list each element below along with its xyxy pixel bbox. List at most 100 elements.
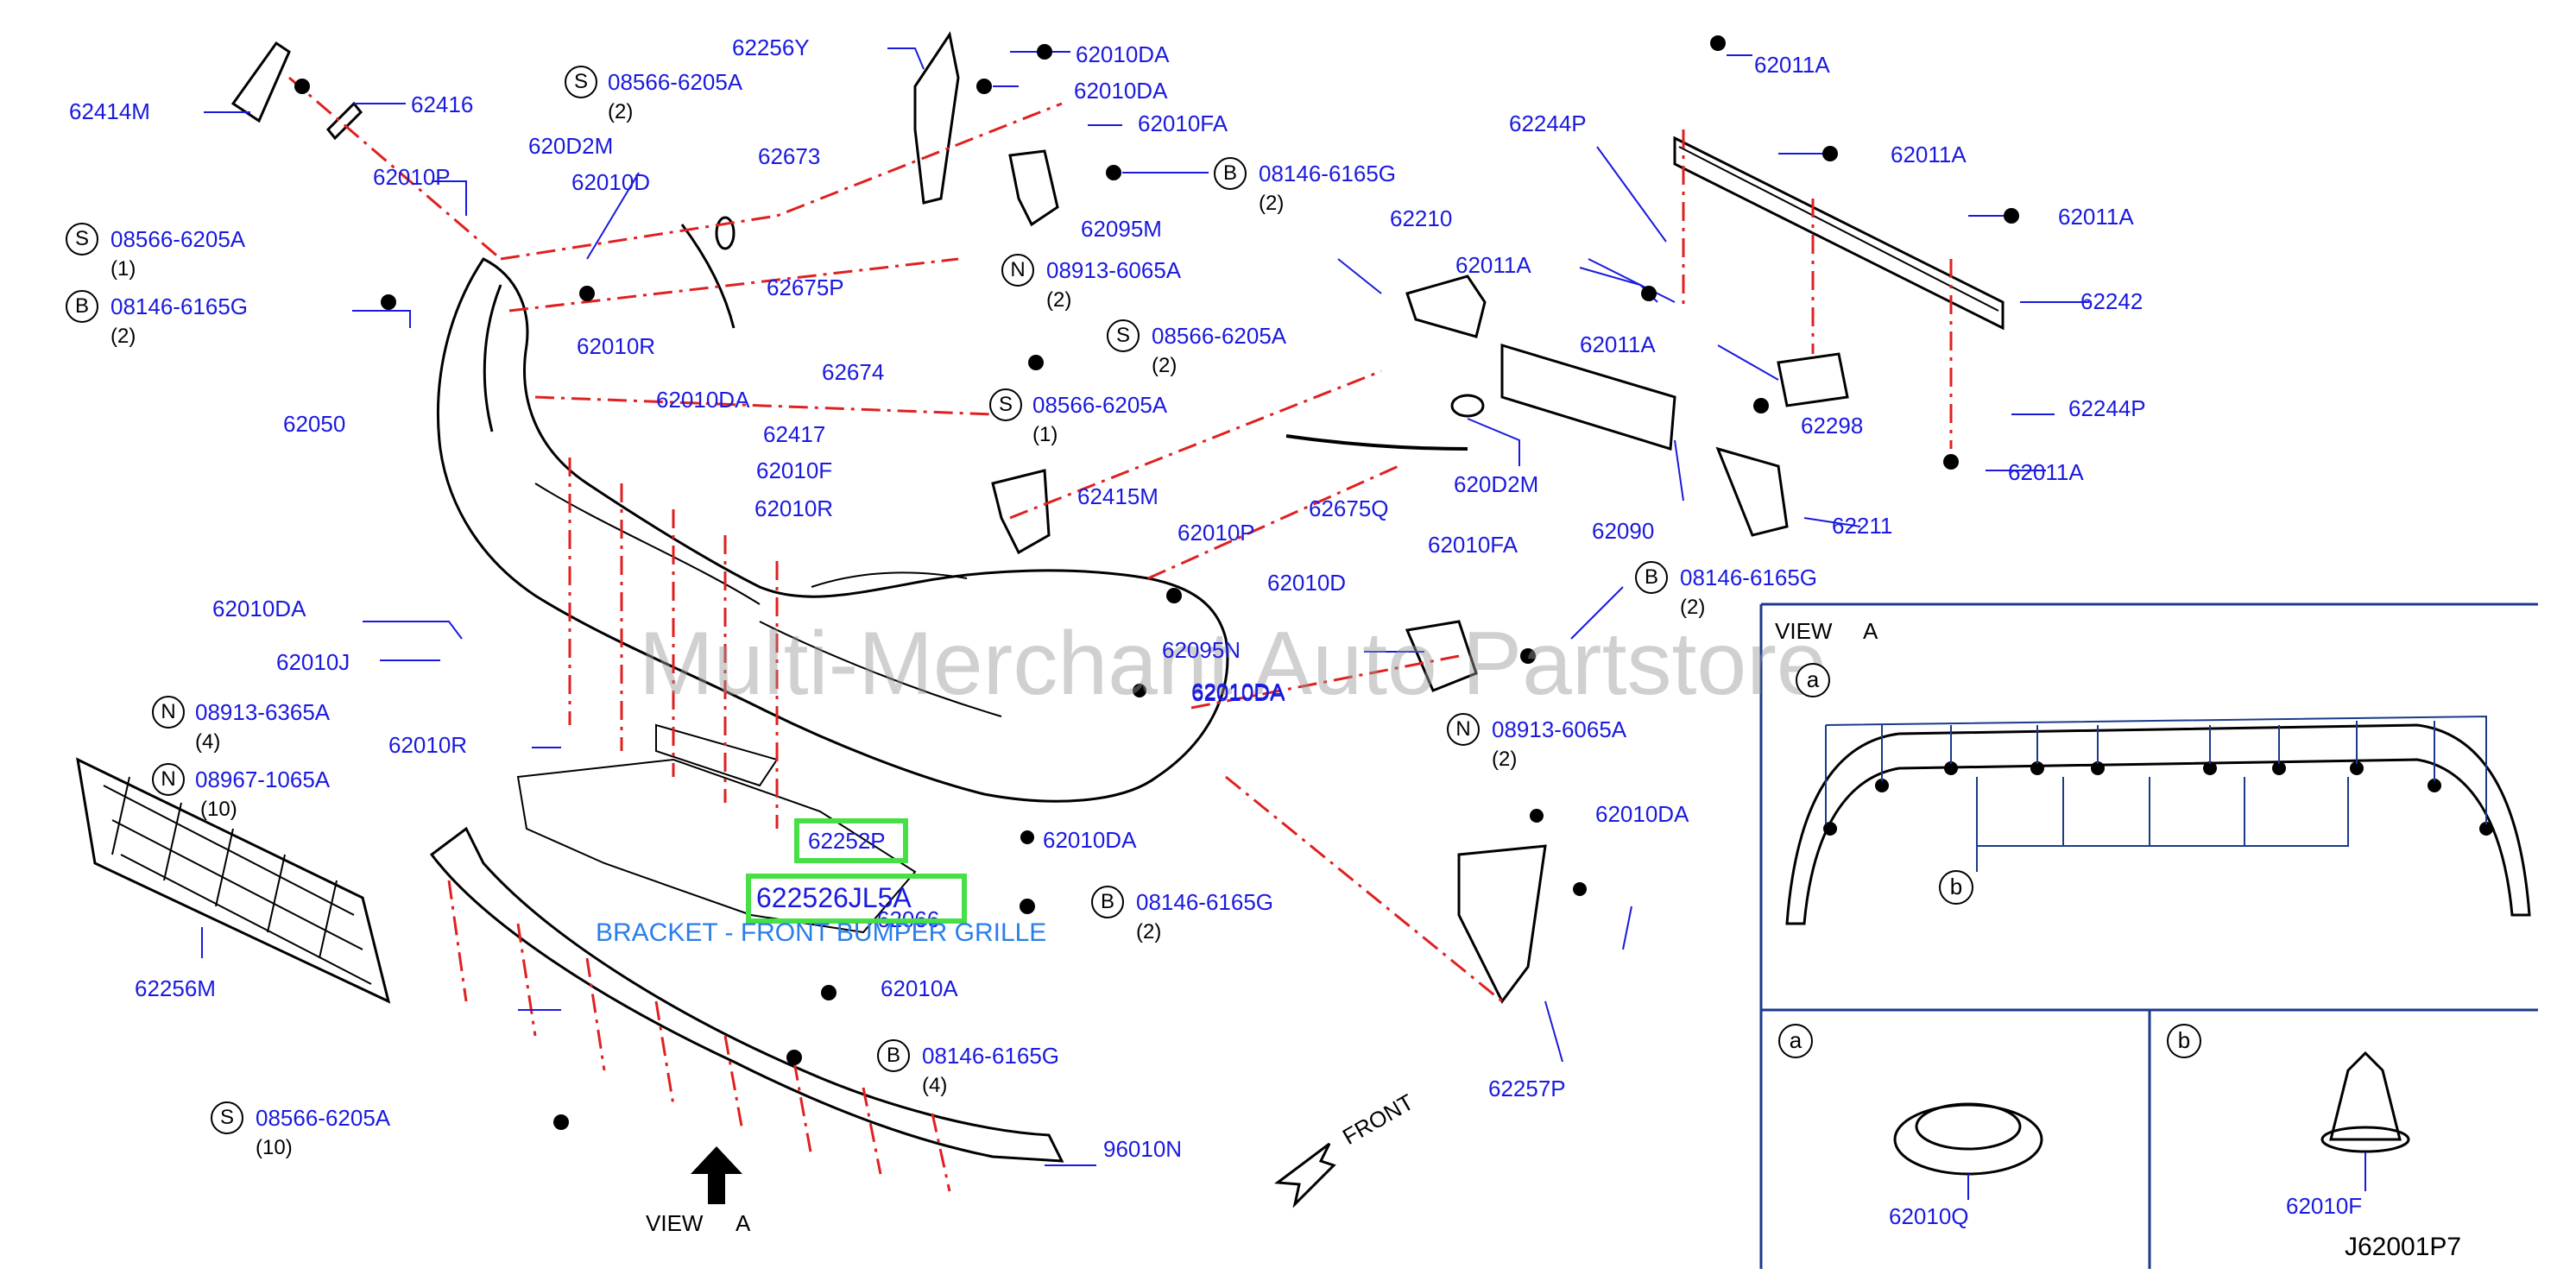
part-label[interactable]: 62011A — [2058, 204, 2134, 230]
part-label[interactable]: 62244P — [1509, 110, 1587, 136]
detail-a-part[interactable]: 62010Q — [1889, 1203, 1969, 1229]
fastener-mark — [1106, 165, 1121, 180]
part-label[interactable]: 62673 — [758, 143, 821, 169]
part-label[interactable]: 62010DA — [1074, 78, 1168, 104]
part-label[interactable]: 62010R — [754, 495, 834, 521]
fastener-label[interactable]: 08566-6205A — [1152, 323, 1287, 349]
part-label[interactable]: 62095N — [1162, 637, 1241, 663]
part-label[interactable]: 62010DA — [1043, 827, 1137, 853]
bracket-62256Y — [913, 31, 960, 205]
fastener-label[interactable]: 08967-1065A — [195, 767, 331, 792]
part-label[interactable]: 62010P — [1178, 520, 1255, 546]
highlight-part-62252P[interactable]: 62252P — [808, 828, 886, 854]
part-label[interactable]: 62010DA — [656, 387, 750, 413]
lower-grille-62256M — [76, 757, 391, 1004]
fastener-mark — [1037, 44, 1052, 60]
view-a-callout-a: a — [1796, 663, 1830, 697]
lower-valance-96010N — [429, 826, 1064, 1163]
fastener-mark — [381, 294, 396, 310]
part-label[interactable]: 62674 — [822, 359, 885, 385]
part-label[interactable]: 62010DA — [212, 596, 306, 622]
view-arrow-letter: A — [736, 1210, 751, 1236]
part-label[interactable]: 62010P — [373, 164, 451, 190]
part-label[interactable]: 62256Y — [732, 35, 810, 60]
front-arrow — [1273, 1142, 1336, 1208]
part-label[interactable]: 62011A — [1580, 331, 1656, 357]
part-label[interactable]: 62211 — [1832, 513, 1893, 539]
part-label[interactable]: 62010F — [756, 458, 833, 483]
part-label[interactable]: 62010D — [1267, 570, 1347, 596]
under-tray — [516, 758, 917, 934]
part-label[interactable]: 62010R — [577, 333, 656, 359]
fastener-mark — [1641, 286, 1657, 301]
part-label[interactable]: 62010DA — [1191, 678, 1285, 704]
fastener-label[interactable]: 08913-6365A — [195, 699, 331, 725]
detail-b-part[interactable]: 62010F — [2286, 1193, 2363, 1219]
fastener-label[interactable]: 08146-6165G — [110, 293, 249, 319]
view-a-clip-a8 — [2350, 761, 2364, 775]
part-label[interactable]: 62010D — [571, 169, 651, 195]
part-label[interactable]: 62256M — [135, 975, 216, 1001]
view-arrow-label: VIEW — [646, 1210, 704, 1236]
bracket-62095M — [1008, 149, 1059, 227]
part-label[interactable]: 62010A — [881, 975, 958, 1001]
view-a-clip-a10 — [2479, 822, 2493, 836]
fastener-label[interactable]: 08566-6205A — [110, 226, 246, 252]
fastener-qty: (10) — [200, 798, 237, 821]
fastener-label[interactable]: 08146-6165G — [922, 1043, 1060, 1069]
fastener-prefix: S — [1107, 319, 1140, 352]
part-label[interactable]: 62011A — [1455, 252, 1531, 278]
part-label[interactable]: 62095M — [1081, 216, 1162, 242]
fastener-label[interactable]: 08566-6205A — [1032, 392, 1168, 418]
part-label[interactable]: 62257P — [1488, 1076, 1566, 1101]
part-label[interactable]: 62050 — [283, 411, 346, 437]
part-label[interactable]: 62298 — [1801, 413, 1864, 439]
part-label[interactable]: 62010DA — [1595, 801, 1689, 827]
part-label[interactable]: 62011A — [2008, 459, 2084, 485]
fastener-mark — [786, 1050, 802, 1065]
fastener-label[interactable]: 08566-6205A — [256, 1105, 391, 1131]
part-label[interactable]: 62675P — [767, 274, 844, 300]
part-label[interactable]: 62010FA — [1428, 532, 1518, 558]
fastener-qty: (1) — [110, 257, 136, 281]
part-label[interactable]: 620D2M — [528, 133, 614, 159]
fastener-label[interactable]: 08146-6165G — [1680, 565, 1818, 590]
part-label[interactable]: 62011A — [1891, 142, 1967, 167]
fastener-label[interactable]: 08913-6065A — [1492, 716, 1627, 742]
part-label[interactable]: 62244P — [2068, 395, 2146, 421]
part-label[interactable]: 62210 — [1390, 205, 1453, 231]
fastener-label[interactable]: 08146-6165G — [1136, 889, 1274, 915]
highlight-box-622526JL5A — [746, 874, 967, 924]
view-a-clip-a6 — [2203, 761, 2217, 775]
part-label[interactable]: 62675Q — [1309, 495, 1389, 521]
part-label[interactable]: 62415M — [1077, 483, 1159, 509]
part-label[interactable]: 62010R — [388, 732, 468, 758]
part-label[interactable]: 62010DA — [1076, 41, 1170, 67]
part-label[interactable]: 62011A — [1754, 52, 1830, 78]
part-label[interactable]: 62010FA — [1138, 110, 1228, 136]
fastener-label[interactable]: 08146-6165G — [1259, 161, 1397, 186]
part-label[interactable]: 62010J — [276, 649, 350, 675]
fastener-qty: (1) — [1032, 423, 1058, 446]
view-a-panel-frame — [1759, 603, 2538, 1269]
fastener-qty: (4) — [922, 1074, 948, 1097]
highlight-box-62252P — [794, 818, 908, 863]
part-label[interactable]: 62242 — [2080, 288, 2144, 314]
highlight-part-622526JL5A[interactable]: 622526JL5A — [756, 882, 912, 913]
part-label[interactable]: 62414M — [69, 98, 150, 124]
fastener-mark — [1133, 684, 1146, 697]
fastener-mark — [976, 79, 992, 94]
view-a-clip-a2 — [1875, 779, 1889, 792]
part-label[interactable]: 62090 — [1592, 518, 1655, 544]
part-label[interactable]: 96010N — [1103, 1136, 1183, 1162]
fastener-label[interactable]: 08566-6205A — [608, 69, 743, 95]
view-a-bumper — [1785, 723, 2531, 925]
detail-a-cap-62010Q — [1893, 1103, 2043, 1176]
bracket-62095N — [1405, 620, 1478, 692]
part-label[interactable]: 620D2M — [1454, 471, 1539, 497]
fastener-label[interactable]: 08913-6065A — [1046, 257, 1182, 283]
part-label[interactable]: 62010DA — [1191, 680, 1285, 706]
part-label[interactable]: 62416 — [411, 92, 474, 117]
detail-b-letter: b — [2167, 1024, 2201, 1058]
part-label[interactable]: 62417 — [763, 421, 826, 447]
